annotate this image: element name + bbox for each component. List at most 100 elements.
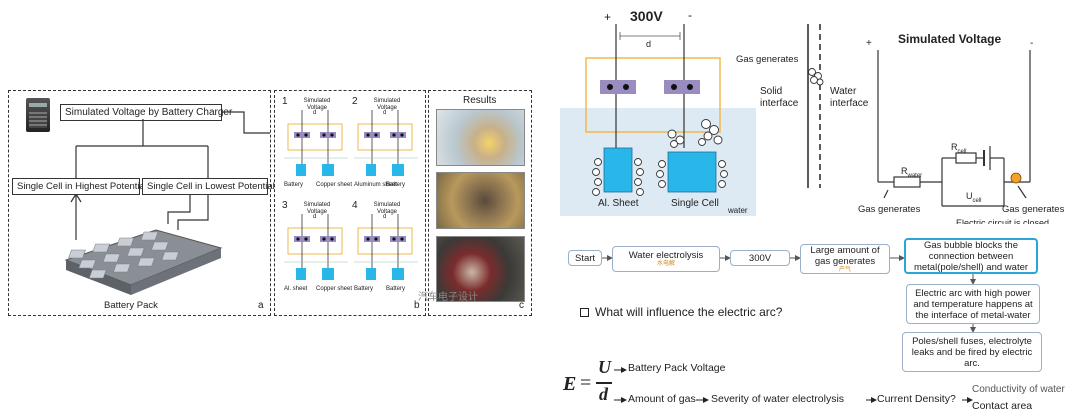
case-right-label: Copper sheet bbox=[316, 182, 353, 188]
flow-gas-label: Large amount of gas generates bbox=[810, 244, 880, 267]
cell-minus: - bbox=[688, 8, 692, 22]
water-label: water bbox=[728, 206, 748, 215]
result-photo-3 bbox=[436, 236, 525, 302]
flow-fuse: Poles/shell fuses, electrolyte leaks and… bbox=[902, 332, 1042, 372]
case-sketch bbox=[354, 214, 418, 280]
formula-severity: Severity of water electrolysis bbox=[711, 393, 845, 405]
battery-charger-image bbox=[26, 98, 50, 132]
case-title: Simulated Voltage bbox=[373, 202, 401, 215]
flow-electrolysis-label: Water electrolysis bbox=[628, 250, 704, 261]
cell-diagram bbox=[560, 24, 756, 216]
panel-b-letter: b bbox=[414, 300, 420, 311]
case-sketch bbox=[284, 110, 348, 176]
r-cell-symbol: R bbox=[951, 142, 958, 152]
formula-eq: = bbox=[580, 372, 592, 394]
r-water-label: Rwater bbox=[901, 166, 922, 179]
case-right-label: Copper sheet bbox=[316, 286, 353, 292]
cell-d-label: d bbox=[646, 39, 652, 49]
formula-e: E bbox=[563, 373, 577, 395]
cell-voltage: 300V bbox=[630, 8, 663, 24]
case-left-label: Battery bbox=[284, 182, 304, 188]
circuit-closed-label: Electric circuit is closed bbox=[956, 218, 1050, 224]
case-number: 2 bbox=[352, 96, 358, 107]
flow-arrows bbox=[602, 255, 976, 333]
case-title: Simulated Voltage bbox=[303, 98, 331, 111]
flow-start: Start bbox=[568, 250, 602, 266]
formula-current: Current Density? bbox=[877, 393, 956, 405]
case-number: 1 bbox=[282, 96, 288, 107]
interface-gas-label: Gas generates bbox=[736, 54, 799, 65]
case-number: 4 bbox=[352, 200, 358, 211]
single-cell-label: Single Cell bbox=[671, 198, 719, 209]
single-cell-highest-label: Single Cell in Highest Potential bbox=[12, 178, 147, 195]
r-cell-label: Rcell bbox=[951, 142, 967, 155]
battery-pack-label: Battery Pack bbox=[104, 300, 158, 311]
u-cell-label: Ucell bbox=[966, 191, 982, 204]
panel-c bbox=[428, 90, 532, 316]
panel-b bbox=[274, 90, 426, 316]
results-title: Results bbox=[463, 95, 497, 106]
r-water-sub: water bbox=[907, 172, 923, 179]
circuit-diagram bbox=[877, 50, 1031, 207]
case-left-label: Battery bbox=[354, 286, 374, 292]
formula-d: d bbox=[599, 384, 608, 404]
flow-electrolysis-sub: 水电解 bbox=[656, 261, 675, 267]
flow-electrolysis: Water electrolysis 水电解 bbox=[612, 246, 720, 272]
case-title: Simulated Voltage bbox=[373, 98, 401, 111]
formula-u-meaning: Battery Pack Voltage bbox=[628, 362, 726, 374]
case-d: d bbox=[383, 110, 387, 116]
case-right-label: Battery bbox=[386, 182, 406, 188]
result-photo-1 bbox=[436, 109, 525, 166]
case-d: d bbox=[313, 110, 317, 116]
charger-label: Simulated Voltage by Battery Charger bbox=[60, 104, 232, 121]
formula-fraction-bar bbox=[596, 382, 612, 384]
case-d: d bbox=[313, 214, 317, 220]
circuit-minus: - bbox=[1030, 38, 1034, 49]
panel-a-letter: a bbox=[258, 300, 264, 311]
flow-300v: 300V bbox=[730, 250, 790, 266]
u-cell-symbol: U bbox=[966, 191, 973, 201]
al-sheet-label: Al. Sheet bbox=[598, 198, 639, 209]
solid-interface-label: Solid interface bbox=[760, 86, 799, 109]
formula-d-meaning: Amount of gas bbox=[628, 393, 696, 405]
flow-gas: Large amount of gas generates 产气 bbox=[800, 244, 890, 274]
circuit-gas-right: Gas generates bbox=[1002, 204, 1065, 215]
case-sketch bbox=[354, 110, 418, 176]
circuit-title: Simulated Voltage bbox=[898, 32, 1002, 46]
question-checkbox-icon bbox=[580, 308, 589, 317]
single-cell-lowest-label: Single Cell in Lowest Potential bbox=[142, 178, 275, 195]
circuit-gas-left: Gas generates bbox=[858, 204, 921, 215]
watermark-left: 汽车电子设计 bbox=[418, 292, 478, 303]
case-sketch bbox=[284, 214, 348, 280]
cell-plus: + bbox=[604, 10, 612, 24]
u-cell-sub: cell bbox=[972, 197, 982, 204]
result-photo-2 bbox=[436, 172, 525, 229]
water-interface-label: Water interface bbox=[830, 86, 869, 109]
case-number: 3 bbox=[282, 200, 288, 211]
case-left-label: Aluminum sheet bbox=[354, 182, 398, 188]
formula-arrows bbox=[614, 367, 973, 403]
panel-a-connectors bbox=[70, 111, 270, 240]
case-left-label: Al. sheet bbox=[284, 286, 308, 292]
question-text: What will influence the electric arc? bbox=[595, 305, 783, 319]
panel-c-letter: c bbox=[519, 300, 524, 311]
r-cell-sub: cell bbox=[957, 148, 967, 155]
panel-a bbox=[8, 90, 271, 316]
flow-gas-sub: 产气 bbox=[838, 266, 851, 273]
flow-bubble: Gas bubble blocks the connection between… bbox=[904, 238, 1038, 274]
case-title: Simulated Voltage bbox=[303, 202, 331, 215]
circuit-plus: + bbox=[866, 38, 872, 49]
case-d: d bbox=[383, 214, 387, 220]
battery-pack-image bbox=[64, 229, 223, 295]
interface-diagram bbox=[807, 24, 824, 188]
case-right-label: Battery bbox=[386, 286, 406, 292]
formula-conductivity: Conductivity of water bbox=[972, 384, 1065, 395]
formula-contact: Contact area bbox=[972, 400, 1033, 412]
r-water-symbol: R bbox=[901, 166, 908, 176]
flow-arc: Electric arc with high power and tempera… bbox=[906, 284, 1040, 324]
formula-u: U bbox=[598, 357, 611, 377]
